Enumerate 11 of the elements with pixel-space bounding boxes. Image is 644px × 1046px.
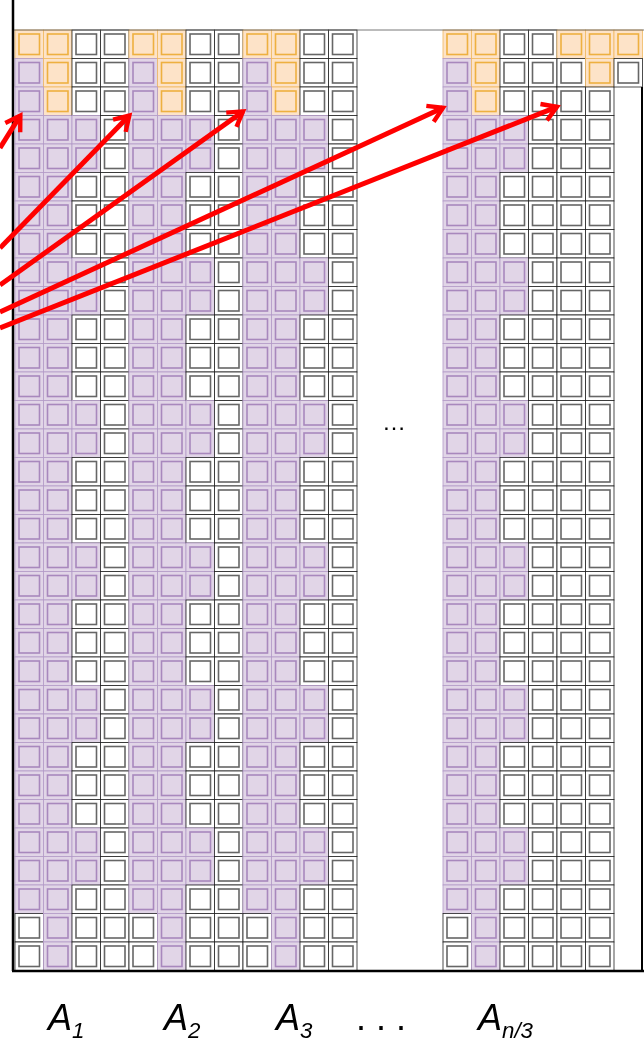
arrow — [0, 103, 446, 315]
arrow — [0, 113, 132, 250]
arrow — [0, 101, 560, 331]
arrow — [0, 113, 23, 150]
column-label: A$_{n/3}$ — [478, 1000, 534, 1043]
ellipsis: . . . — [356, 1000, 406, 1036]
column-label: A$_{3}$ — [276, 1000, 313, 1043]
column-label: A$_{1}$ — [48, 1000, 85, 1043]
column-label: A$_{2}$ — [164, 1000, 201, 1043]
dots-symbol: … — [382, 410, 406, 434]
arrow — [0, 109, 246, 288]
